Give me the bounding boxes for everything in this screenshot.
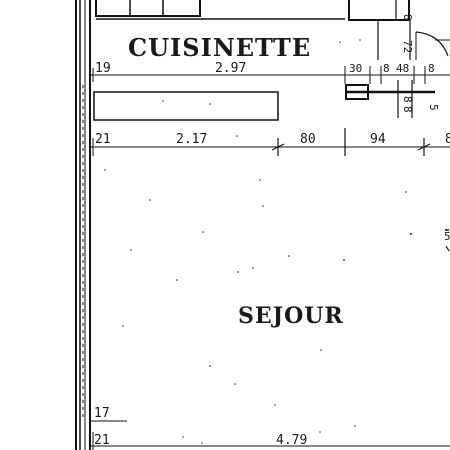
room-label-kitchenette: CUISINETTE [128, 33, 311, 62]
kitchen-cabinets [95, 0, 345, 20]
dim-vertical-72: 72 [401, 40, 414, 53]
dim-kitchen-right-8a: 8 [383, 62, 390, 75]
room-label-living: SEJOUR [238, 303, 344, 329]
dim-right-edge-5: 5 [444, 230, 450, 243]
dim-row2-217: 2.17 [176, 132, 207, 147]
dim-row2-8: 8 [445, 132, 450, 147]
dim-living-left-17: 17 [94, 406, 110, 421]
partition-dimension-line [90, 128, 450, 156]
dim-row2-80: 80 [300, 132, 316, 147]
dim-row2-left: 21 [95, 132, 111, 147]
dim-vertical-8-top: 8 [401, 14, 414, 21]
dim-kitchen-left-offset: 19 [95, 61, 111, 76]
right-wall-structure [345, 0, 450, 118]
dim-vertical-8-low: 8 [401, 106, 414, 113]
right-edge-marks [405, 191, 450, 252]
paper-speckles [104, 39, 361, 444]
dim-vertical-8-mid: 8 [401, 96, 414, 103]
dim-kitchen-right-8b: 8 [428, 62, 435, 75]
dim-kitchen-right-48: 48 [396, 62, 409, 75]
dim-vertical-5: 5 [427, 104, 440, 111]
dim-kitchen-width: 2.97 [215, 61, 246, 76]
dim-living-width: 4.79 [276, 433, 307, 448]
dim-living-left-21: 21 [94, 433, 110, 448]
exterior-wall-left [75, 0, 91, 450]
kitchen-counter [93, 91, 279, 121]
dim-kitchen-right-30: 30 [349, 62, 362, 75]
kitchen-dimension-line [90, 66, 450, 84]
living-dimension-lines [90, 420, 450, 450]
dim-row2-94: 94 [370, 132, 386, 147]
